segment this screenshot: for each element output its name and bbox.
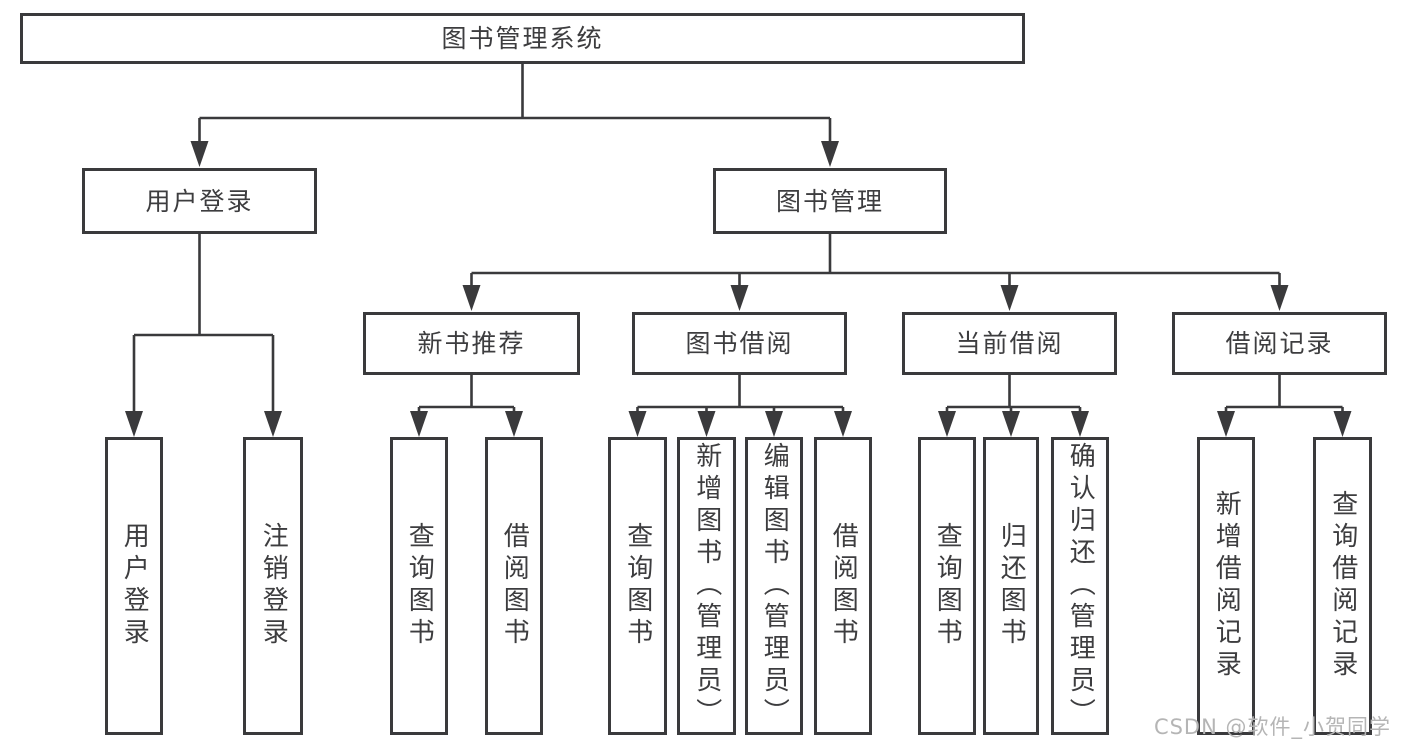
edge-borrowing-records-children xyxy=(1224,375,1344,417)
edge-root-to-level2 xyxy=(198,63,832,147)
leaf-add-books-admin: 新增图书（管理员） xyxy=(677,437,736,735)
watermark-text: CSDN @软件_小贺同学 xyxy=(1153,715,1391,739)
node-book-management: 图书管理 xyxy=(713,168,947,234)
edge-current-borrowing-children xyxy=(945,375,1082,417)
leaf-query-books-recommend-label: 查询图书 xyxy=(404,522,435,650)
leaf-query-borrow-record-label: 查询借阅记录 xyxy=(1327,490,1358,682)
node-user-login: 用户登录 xyxy=(82,168,317,234)
leaf-logout-label: 注销登录 xyxy=(258,522,289,650)
node-current-borrowing: 当前借阅 xyxy=(902,312,1117,375)
node-root: 图书管理系统 xyxy=(20,13,1025,64)
leaf-add-borrow-record-label: 新增借阅记录 xyxy=(1211,490,1242,682)
leaf-borrow-books: 借阅图书 xyxy=(814,437,872,735)
leaf-edit-books-admin: 编辑图书（管理员） xyxy=(745,437,803,735)
leaf-query-books-current-label: 查询图书 xyxy=(932,522,963,650)
leaf-query-books-borrow-label: 查询图书 xyxy=(622,522,653,650)
leaf-query-books-recommend: 查询图书 xyxy=(390,437,448,735)
node-root-label: 图书管理系统 xyxy=(441,24,604,53)
leaf-query-books-borrow: 查询图书 xyxy=(608,437,667,735)
edge-new-book-children xyxy=(417,375,516,417)
leaf-user-login-label: 用户登录 xyxy=(119,522,150,650)
leaf-user-login: 用户登录 xyxy=(105,437,163,735)
edge-book-management-children xyxy=(470,234,1281,291)
node-user-login-label: 用户登录 xyxy=(145,186,254,216)
node-borrowing-records: 借阅记录 xyxy=(1172,312,1387,375)
leaf-confirm-return-admin-label: 确认归还（管理员） xyxy=(1065,442,1096,730)
edge-book-borrowing-children xyxy=(636,375,845,417)
leaf-query-books-current: 查询图书 xyxy=(918,437,976,735)
leaf-return-books: 归还图书 xyxy=(983,437,1039,735)
node-book-borrowing-label: 图书借阅 xyxy=(685,329,794,358)
node-borrowing-records-label: 借阅记录 xyxy=(1225,329,1334,358)
edge-user-login-children xyxy=(132,234,275,417)
leaf-borrow-books-recommend-label: 借阅图书 xyxy=(499,522,530,650)
leaf-return-books-label: 归还图书 xyxy=(996,522,1027,650)
leaf-borrow-books-recommend: 借阅图书 xyxy=(485,437,543,735)
leaf-add-borrow-record: 新增借阅记录 xyxy=(1197,437,1255,735)
node-book-management-label: 图书管理 xyxy=(775,186,884,216)
leaf-logout: 注销登录 xyxy=(243,437,303,735)
leaf-edit-books-admin-label: 编辑图书（管理员） xyxy=(759,442,790,730)
node-current-borrowing-label: 当前借阅 xyxy=(955,329,1064,358)
leaf-confirm-return-admin: 确认归还（管理员） xyxy=(1051,437,1109,735)
leaf-borrow-books-label: 借阅图书 xyxy=(828,522,859,650)
leaf-query-borrow-record: 查询借阅记录 xyxy=(1313,437,1372,735)
leaf-add-books-admin-label: 新增图书（管理员） xyxy=(691,442,722,730)
node-book-borrowing: 图书借阅 xyxy=(632,312,847,375)
node-new-book-recommendation: 新书推荐 xyxy=(363,312,580,375)
node-new-book-recommendation-label: 新书推荐 xyxy=(417,329,526,358)
